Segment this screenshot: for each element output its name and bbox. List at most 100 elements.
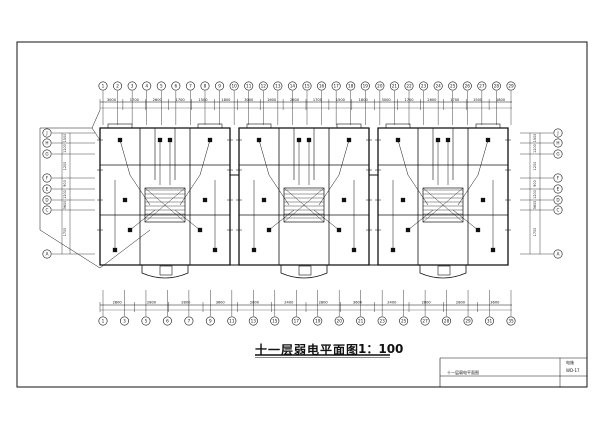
- svg-text:15: 15: [272, 319, 278, 324]
- axis-bubble-bottom: 21: [356, 316, 366, 326]
- svg-text:18: 18: [348, 84, 354, 89]
- axis-bubble-top: 22: [404, 81, 414, 91]
- svg-text:26: 26: [465, 84, 471, 89]
- dimension-text-top: 1500: [336, 98, 346, 102]
- svg-text:E: E: [557, 187, 560, 192]
- svg-text:17: 17: [333, 84, 339, 89]
- dimension-text-top: 1500: [473, 98, 483, 102]
- axis-bubble-bottom: 35: [506, 316, 516, 326]
- svg-text:J: J: [45, 131, 47, 136]
- axis-bubble-left: A: [42, 249, 52, 259]
- title-block-code-b: WD-17: [566, 368, 580, 373]
- svg-text:19: 19: [315, 319, 321, 324]
- svg-text:11: 11: [229, 319, 235, 324]
- svg-text:J: J: [556, 131, 558, 136]
- axis-bubble-right: F: [553, 173, 563, 183]
- axis-bubble-top: 7: [185, 81, 195, 91]
- axis-bubble-bottom: 28: [442, 316, 452, 326]
- svg-text:31: 31: [487, 319, 493, 324]
- svg-text:27: 27: [479, 84, 485, 89]
- dimension-text-top: 2600: [427, 98, 437, 102]
- axis-bubble-bottom: 3: [119, 316, 129, 326]
- dimension-text-top: 3000: [107, 98, 117, 102]
- svg-text:23: 23: [379, 319, 385, 324]
- dimension-text-top: 1700: [404, 98, 414, 102]
- axis-bubble-bottom: 31: [485, 316, 495, 326]
- axis-bubble-right: J: [553, 128, 563, 138]
- axis-bubble-top: 4: [142, 81, 152, 91]
- svg-text:20: 20: [337, 319, 343, 324]
- svg-text:F: F: [46, 176, 49, 181]
- axis-bubble-top: 19: [360, 81, 370, 91]
- svg-text:28: 28: [494, 84, 500, 89]
- svg-text:C: C: [46, 208, 49, 213]
- dimension-text-bottom: 2800: [113, 301, 123, 305]
- svg-text:3: 3: [131, 84, 134, 89]
- sheet-border: [16, 41, 588, 388]
- axis-bubble-right: A: [553, 249, 563, 259]
- dimension-text-left: 1700: [63, 228, 67, 237]
- dimension-text-top: 1700: [176, 98, 186, 102]
- svg-text:20: 20: [377, 84, 383, 89]
- dimension-text-top: 1800: [359, 98, 369, 102]
- axis-bubble-bottom: 13: [248, 316, 258, 326]
- svg-text:15: 15: [304, 84, 310, 89]
- svg-text:7: 7: [189, 84, 192, 89]
- dimension-text-right: 1200: [533, 190, 537, 199]
- dimension-text-right: 1700: [533, 228, 537, 237]
- svg-text:G: G: [45, 152, 48, 157]
- svg-text:13: 13: [275, 84, 281, 89]
- dimension-text-bottom: 2800: [456, 301, 466, 305]
- axis-bubble-bottom: 25: [399, 316, 409, 326]
- axis-bubble-left: D: [42, 195, 52, 205]
- axis-bubble-bottom: 1: [98, 316, 108, 326]
- svg-text:21: 21: [392, 84, 398, 89]
- dimension-text-right: 900: [533, 180, 537, 186]
- dimension-text-top: 3000: [382, 98, 392, 102]
- svg-text:16: 16: [319, 84, 325, 89]
- svg-text:6: 6: [175, 84, 178, 89]
- svg-text:5: 5: [145, 319, 148, 324]
- axis-bubble-top: 1: [98, 81, 108, 91]
- dimension-text-left: 1200: [63, 162, 67, 171]
- axis-bubble-top: 21: [389, 81, 399, 91]
- title-block: [439, 357, 587, 387]
- axis-bubble-bottom: 11: [227, 316, 237, 326]
- axis-bubble-left: G: [42, 149, 52, 159]
- axis-bubble-top: 8: [200, 81, 210, 91]
- axis-bubble-top: 29: [506, 81, 516, 91]
- axis-bubble-left: E: [42, 184, 52, 194]
- axis-bubble-top: 15: [302, 81, 312, 91]
- dimension-text-bottom: 2800: [250, 301, 260, 305]
- axis-bubble-bottom: 7: [184, 316, 194, 326]
- svg-text:8: 8: [204, 84, 207, 89]
- dimension-text-top: 1800: [221, 98, 231, 102]
- svg-text:19: 19: [363, 84, 369, 89]
- axis-bubble-bottom: 27: [420, 316, 430, 326]
- svg-text:25: 25: [401, 319, 407, 324]
- axis-bubble-bottom: 6: [162, 316, 172, 326]
- drawing-scale: 1：100: [358, 342, 404, 356]
- axis-bubble-top: 18: [346, 81, 356, 91]
- dimension-text-bottom: 2800: [319, 301, 329, 305]
- svg-text:13: 13: [251, 319, 257, 324]
- axis-bubble-top: 13: [273, 81, 283, 91]
- apartment-unit: [236, 123, 372, 279]
- title-block-drawing-name: 十一层弱电平面图: [447, 370, 479, 375]
- axis-bubble-bottom: 5: [141, 316, 151, 326]
- axis-bubble-bottom: 20: [334, 316, 344, 326]
- svg-text:1: 1: [102, 319, 105, 324]
- svg-text:9: 9: [209, 319, 212, 324]
- dimension-text-bottom: 2400: [284, 301, 294, 305]
- axis-bubble-right: H: [553, 138, 563, 148]
- svg-text:A: A: [557, 252, 560, 257]
- svg-text:D: D: [45, 198, 48, 203]
- svg-text:3: 3: [123, 319, 126, 324]
- svg-text:D: D: [556, 198, 559, 203]
- floor-plan: [97, 123, 511, 279]
